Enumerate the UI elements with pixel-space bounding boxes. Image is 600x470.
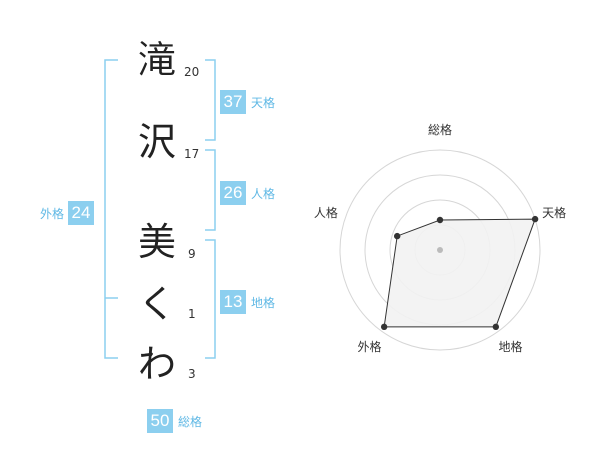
radar-axis-label-2: 天格 [542, 205, 566, 220]
name-char-5: わ [138, 342, 177, 386]
stroke-count-3: 9 [188, 247, 196, 261]
gaikaku-badge: 外格 24 [40, 201, 95, 225]
stroke-count-5: 3 [188, 367, 196, 381]
soukaku-badge: 50 総格 [147, 409, 202, 433]
radar-point-3 [492, 323, 500, 331]
name-char-2: 沢 [138, 120, 177, 164]
tenkaku-label: 天格 [251, 95, 276, 110]
radar-point-5 [394, 232, 401, 240]
tenkaku-value: 37 [220, 90, 246, 114]
stroke-count-2: 17 [184, 147, 200, 161]
tenkaku-badge: 37 天格 [220, 90, 275, 114]
chikaku-label: 地格 [251, 295, 276, 310]
radar-point-4 [380, 323, 388, 331]
radar-point-1 [436, 216, 444, 224]
stroke-count-4: 1 [188, 307, 196, 321]
radar-point-2 [531, 215, 539, 223]
gaikaku-value: 24 [68, 201, 95, 225]
radar-axis-label-4: 外格 [357, 339, 381, 354]
name-char-1: 滝 [138, 38, 177, 82]
stroke-count-1: 20 [184, 65, 200, 79]
radar-axis-label-3: 地格 [499, 339, 523, 354]
chikaku-value: 13 [220, 290, 246, 314]
name-char-3: 美 [138, 220, 177, 264]
jinkaku-value: 26 [220, 181, 246, 205]
soukaku-value: 50 [147, 409, 173, 433]
radar-axis-label-1: 総格 [428, 122, 452, 137]
radar-ring [339, 149, 541, 351]
gaikaku-label: 外格 [40, 206, 65, 221]
radar-polygon [383, 218, 536, 328]
soukaku-label: 総格 [178, 414, 203, 429]
radar-axis-label-5: 人格 [314, 205, 338, 220]
name-char-4: く [138, 282, 177, 326]
jinkaku-badge: 26 人格 [220, 181, 275, 205]
jinkaku-label: 人格 [251, 186, 276, 201]
chikaku-badge: 13 地格 [220, 290, 275, 314]
radar-center-dot [437, 247, 443, 253]
